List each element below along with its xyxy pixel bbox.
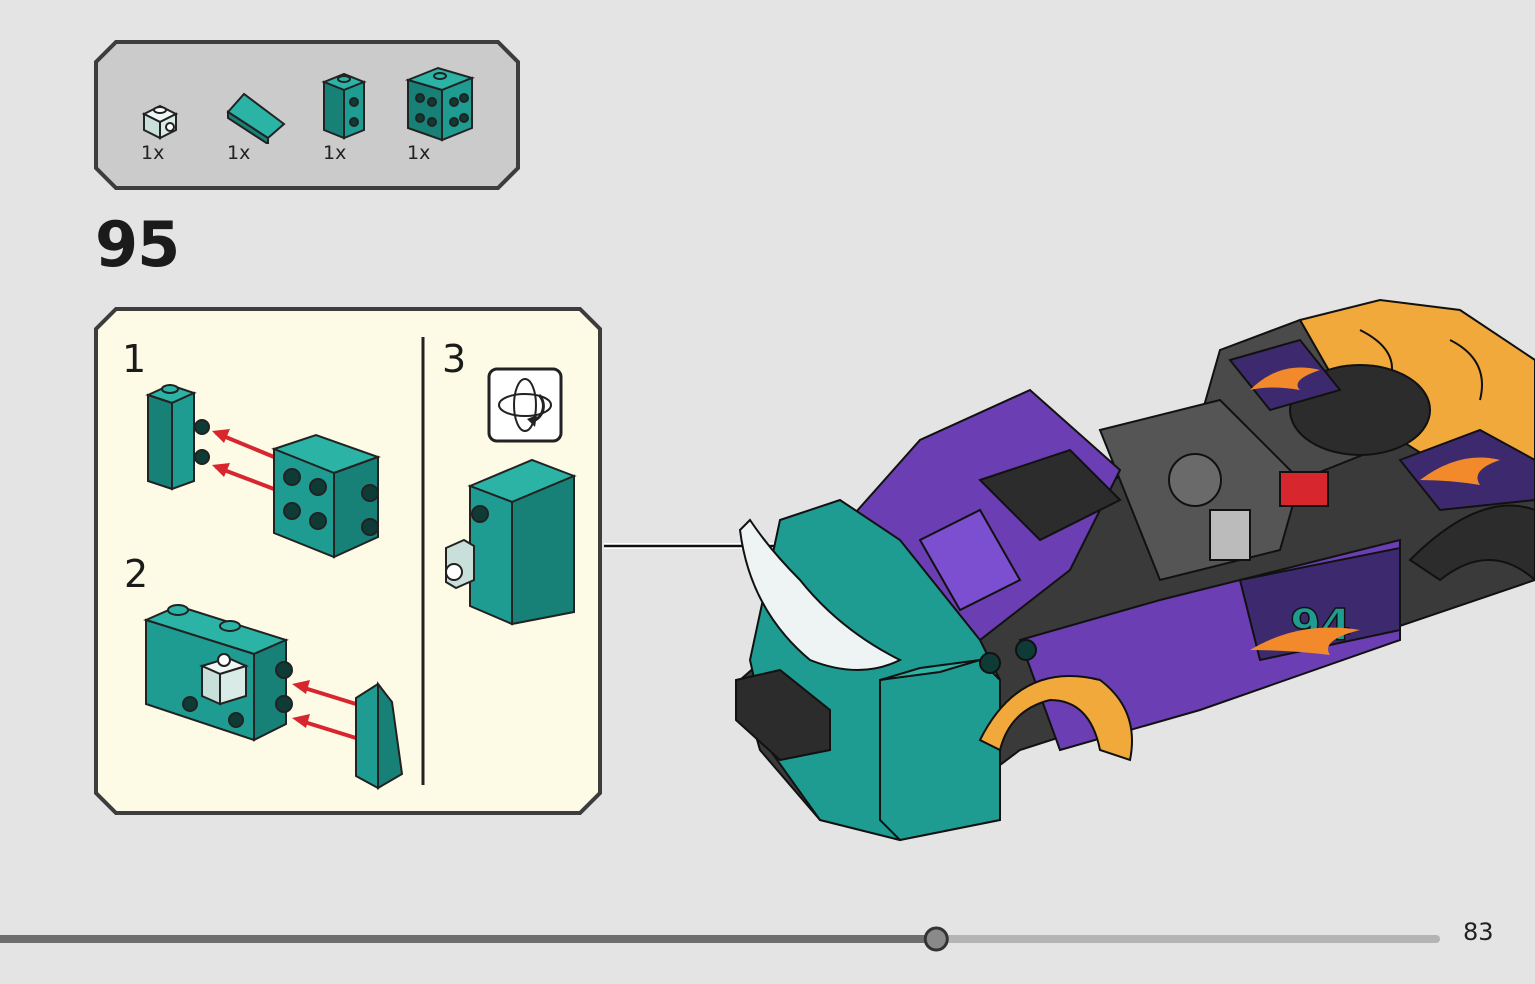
part-qty: 1x	[323, 142, 347, 164]
rotate-model-icon	[487, 367, 563, 443]
race-car-model-illustration: 94	[735, 298, 1535, 842]
assembly-arrow-icon	[212, 429, 275, 491]
step-number: 95	[95, 208, 180, 281]
substep-label-3: 3	[442, 337, 467, 381]
substeps-callout: 1 2 3	[94, 307, 604, 815]
substep-3-illustration	[445, 458, 577, 626]
brick-1x2-icon	[321, 72, 367, 140]
part-2x2-brick: 1x	[404, 62, 476, 164]
substep-2-illustration	[143, 604, 404, 790]
part-qty: 1x	[141, 142, 165, 164]
parts-list-callout: 1x 1x 1x	[94, 40, 520, 190]
part-qty: 1x	[227, 142, 251, 164]
brick-2x2-icon	[404, 66, 476, 142]
substep-label-2: 2	[124, 552, 149, 596]
progress-bar	[0, 924, 1440, 954]
bracket-plate-icon	[141, 104, 179, 140]
substep-label-1: 1	[122, 337, 147, 381]
page-number: 83	[1463, 918, 1494, 946]
part-bracket: 1x	[138, 100, 182, 164]
part-1x2-brick: 1x	[320, 70, 368, 164]
part-qty: 1x	[407, 142, 431, 164]
progress-knob	[923, 926, 949, 952]
slope-tile-icon	[226, 92, 286, 146]
part-slope: 1x	[224, 88, 288, 164]
substep-1-illustration	[145, 383, 381, 559]
assembly-arrow-icon	[292, 680, 357, 740]
